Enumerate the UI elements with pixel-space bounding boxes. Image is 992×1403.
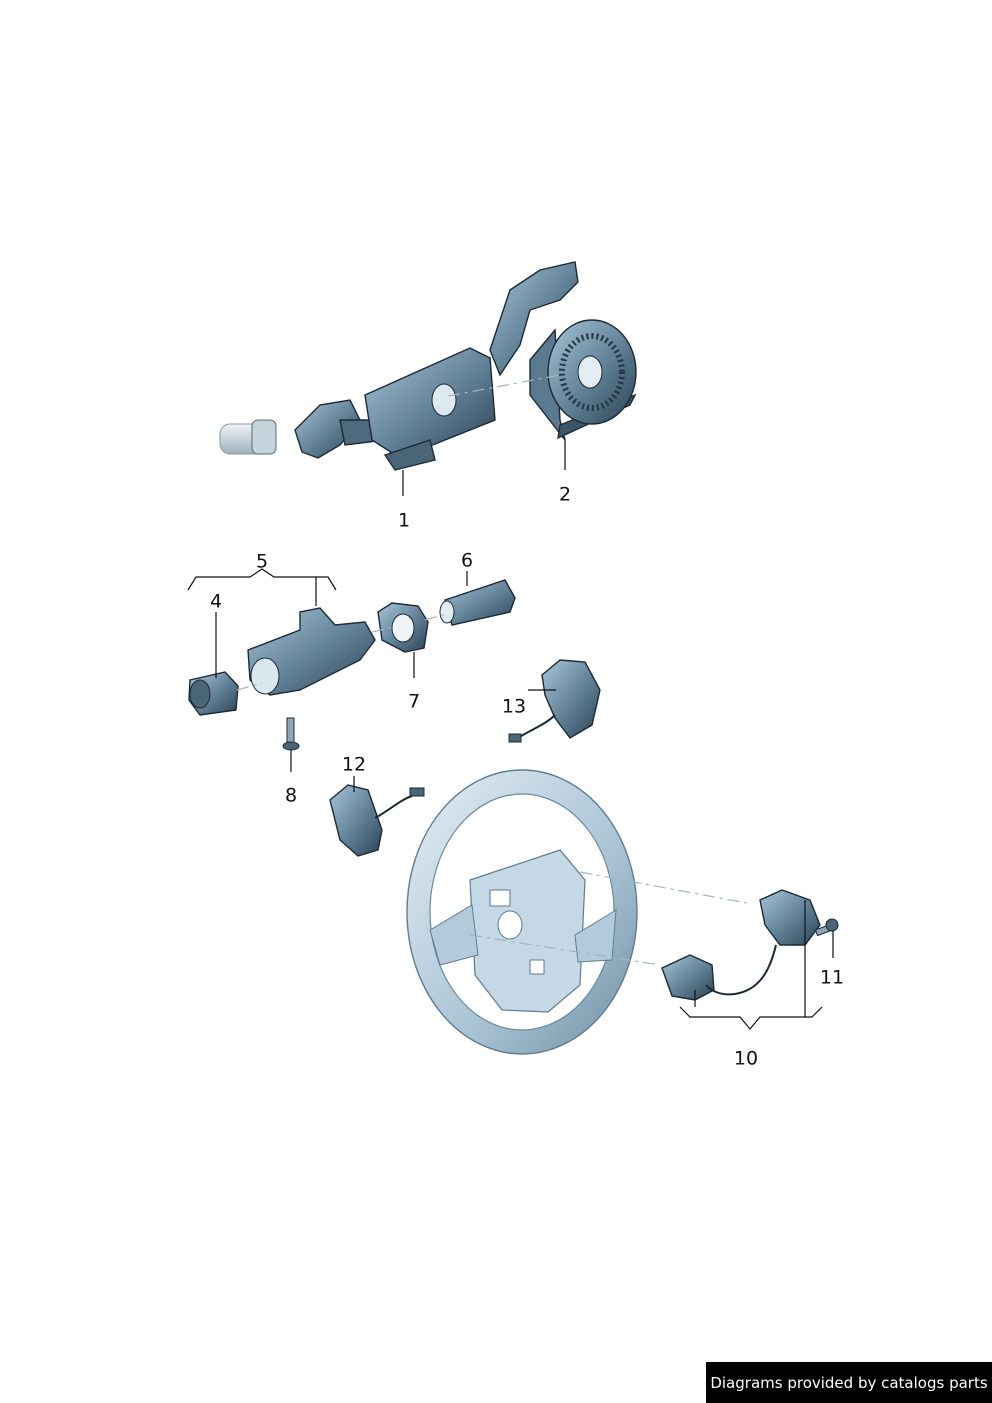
switch-module-part-13 bbox=[508, 659, 601, 743]
bracket-5 bbox=[187, 568, 337, 591]
ring-part-7 bbox=[377, 602, 429, 653]
steering-lock-housing-part-5 bbox=[247, 607, 376, 696]
assembly-axis-line-10b bbox=[469, 934, 661, 966]
assembly-axis-line-4 bbox=[236, 682, 263, 691]
bracket-10 bbox=[679, 1006, 823, 1030]
multifunction-switch-part-10 bbox=[661, 889, 821, 1001]
callout-1: 1 bbox=[397, 509, 411, 532]
callout-2: 2 bbox=[558, 483, 572, 506]
credit-banner: Diagrams provided by catalogs parts bbox=[706, 1362, 992, 1403]
steering-wheel bbox=[406, 769, 638, 1055]
screw-part-11 bbox=[814, 918, 839, 937]
callout-12: 12 bbox=[341, 753, 367, 776]
sleeve-part-6 bbox=[439, 579, 516, 626]
screw-part-8 bbox=[282, 717, 300, 751]
callout-11: 11 bbox=[819, 966, 845, 989]
assembly-axis-line-6 bbox=[424, 613, 447, 621]
combination-switch-part-1 bbox=[219, 261, 579, 471]
callout-5: 5 bbox=[255, 550, 269, 573]
lock-cylinder-part-4 bbox=[188, 671, 239, 716]
callout-4: 4 bbox=[209, 590, 223, 613]
clock-spring-part-2 bbox=[529, 319, 637, 441]
assembly-axis-line-7 bbox=[371, 626, 396, 633]
callout-8: 8 bbox=[284, 784, 298, 807]
callout-7: 7 bbox=[407, 690, 421, 713]
assembly-axis-line-10a bbox=[579, 871, 753, 905]
callout-6: 6 bbox=[460, 549, 474, 572]
callout-13: 13 bbox=[501, 695, 527, 718]
switch-module-part-12 bbox=[329, 784, 425, 857]
assembly-axis-line bbox=[447, 374, 561, 397]
callout-10: 10 bbox=[733, 1047, 759, 1070]
